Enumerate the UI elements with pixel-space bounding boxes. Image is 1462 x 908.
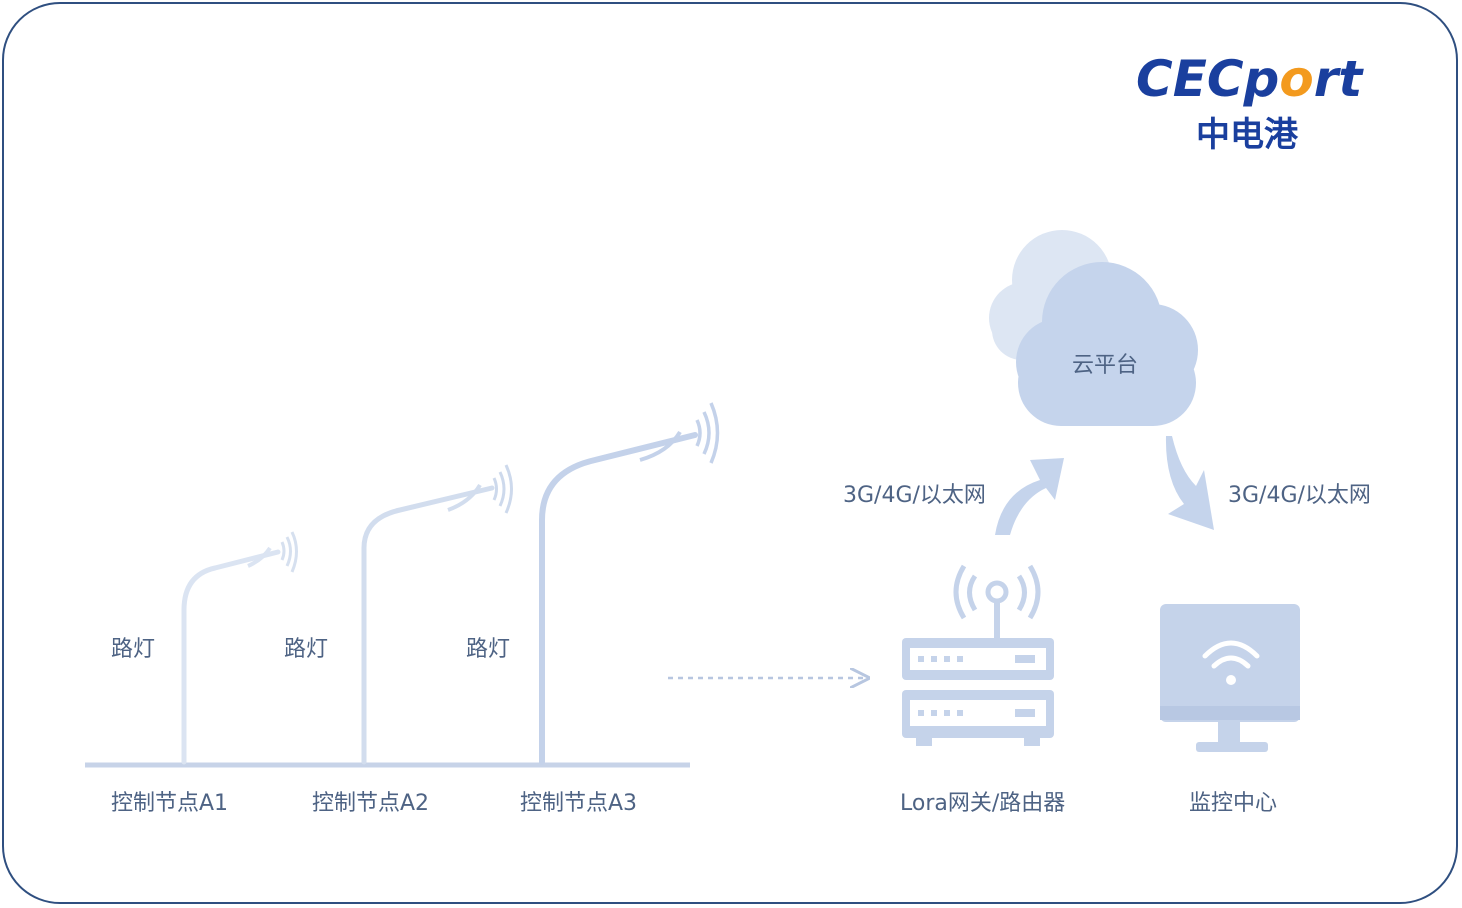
lamp-label-3: 路灯 [466,637,510,662]
downlink-label: 3G/4G/以太网 [1228,483,1371,508]
signal-icon [695,402,720,464]
streetlight-a2 [361,464,513,765]
monitor-label: 监控中心 [1189,791,1277,816]
signal-icon [492,464,513,514]
downlink-arrow-icon [1165,436,1214,530]
cloud-icon [989,230,1198,426]
lamp-head [447,483,482,512]
node-label-a3: 控制节点A3 [520,791,637,816]
gateway-label: Lora网关/路由器 [900,791,1065,816]
lamp-head [247,546,272,568]
node-label-a1: 控制节点A1 [111,791,228,816]
streetlight-pole [181,549,281,765]
wifi-icon [1202,640,1260,669]
streetlight-a3 [539,402,720,765]
lamp-head [639,430,682,462]
streetlight-a1 [181,531,298,765]
brand-logo: CECport 中电港 [1136,50,1364,155]
signal-icon [280,531,298,573]
node-label-a2: 控制节点A2 [312,791,429,816]
antenna-waves [953,564,1041,620]
lamp-label-2: 路灯 [284,637,328,662]
cloud-front [1016,262,1198,426]
cloud-label: 云平台 [1072,353,1138,378]
brand-name-cn: 中电港 [1196,115,1299,155]
monitor-icon [1160,604,1300,752]
brand-name-en: CECport [1136,50,1364,108]
lamp-label-1: 路灯 [111,637,155,662]
streetlight-pole [361,485,495,765]
gateway-router-icon [902,564,1054,746]
streetlight-pole [539,432,698,765]
uplink-label: 3G/4G/以太网 [843,483,986,508]
uplink-arrow-icon [995,458,1064,535]
